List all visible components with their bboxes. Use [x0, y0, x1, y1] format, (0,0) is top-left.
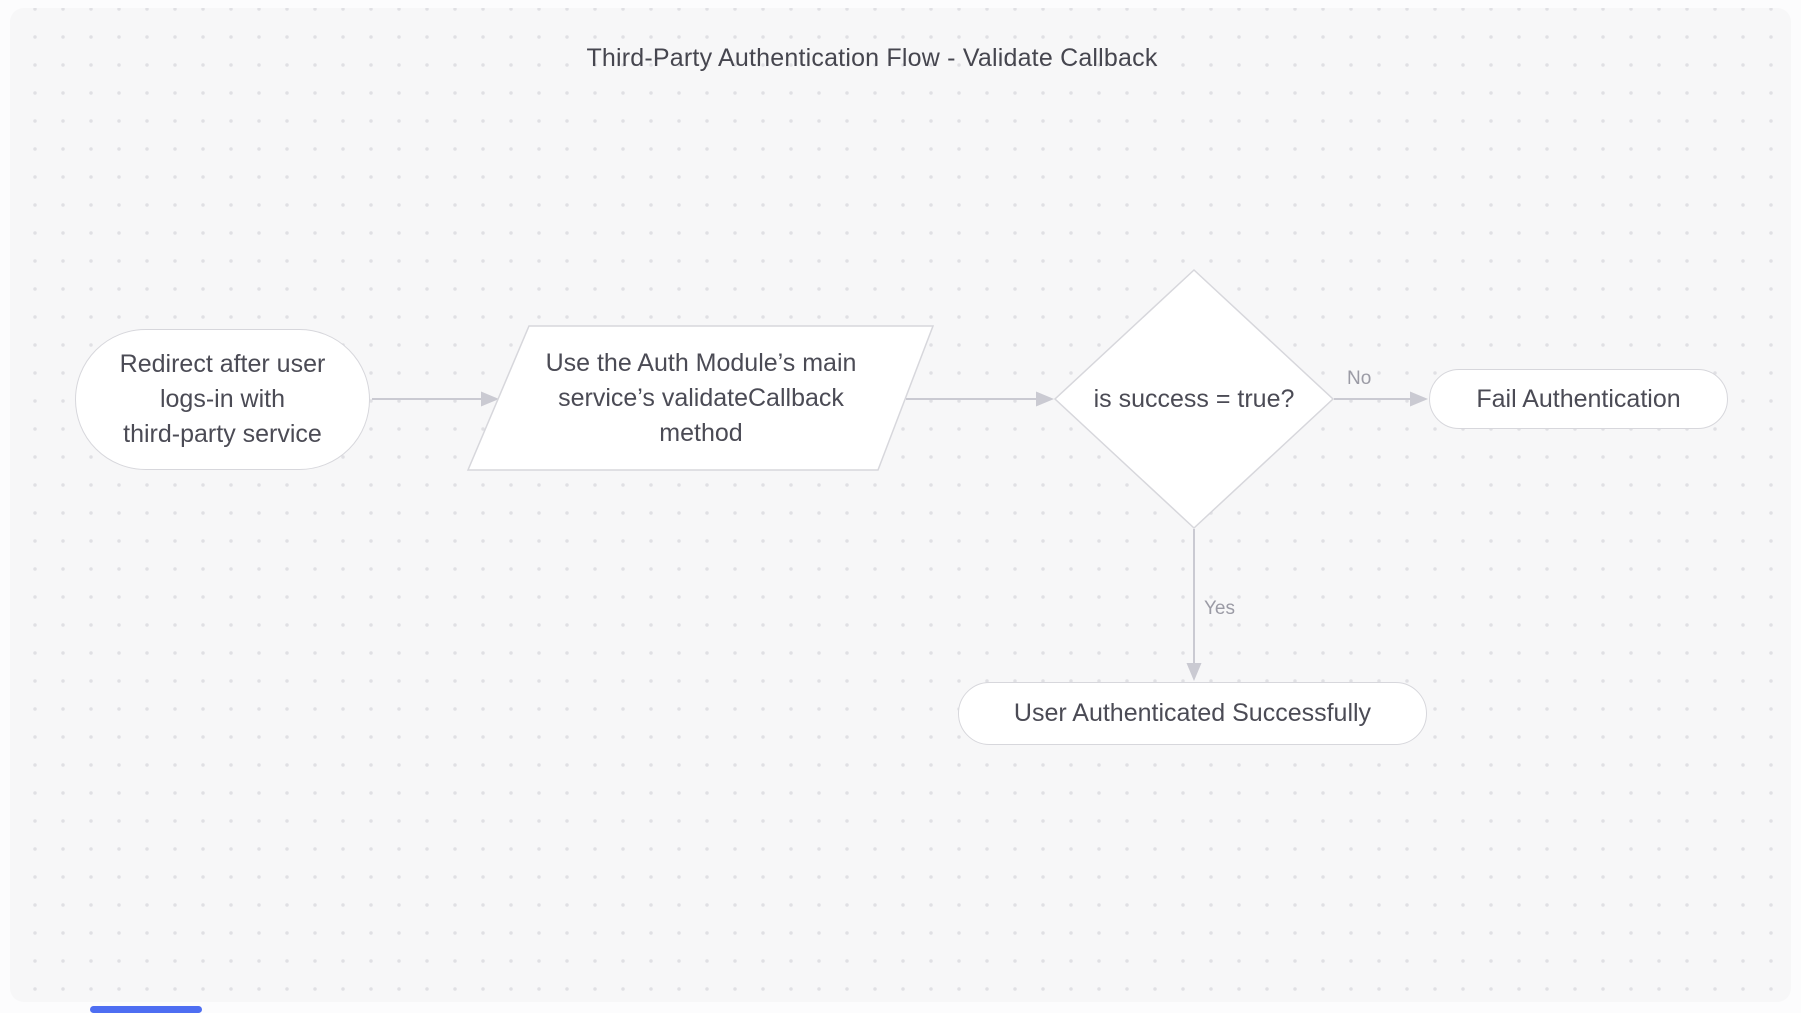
- start-node-label: Redirect after user logs-in with third-p…: [119, 350, 326, 448]
- start-node[interactable]: Redirect after user logs-in with third-p…: [75, 329, 370, 470]
- diagram-title: Third-Party Authentication Flow - Valida…: [586, 44, 1158, 72]
- bottom-accent-bar: [90, 1006, 202, 1013]
- success-node[interactable]: User Authenticated Successfully: [958, 682, 1427, 745]
- edge-validate-to-decision[interactable]: [906, 391, 1054, 407]
- arrowhead-icon: [1186, 663, 1202, 681]
- arrowhead-icon: [1036, 391, 1054, 407]
- success-node-label: User Authenticated Successfully: [1013, 699, 1372, 727]
- edge-decision-to-success[interactable]: [1186, 529, 1202, 681]
- dotted-canvas[interactable]: [10, 8, 1791, 1002]
- edge-label-no: No: [1347, 368, 1372, 389]
- arrowhead-icon: [481, 391, 499, 407]
- fail-node[interactable]: Fail Authentication: [1429, 369, 1728, 429]
- edge-start-to-validate[interactable]: [372, 391, 499, 407]
- fail-node-label: Fail Authentication: [1476, 384, 1681, 413]
- edge-label-yes: Yes: [1204, 598, 1235, 619]
- decision-node-shape[interactable]: [1053, 268, 1335, 530]
- edge-decision-to-fail[interactable]: [1334, 391, 1428, 407]
- validate-node-shape[interactable]: [466, 325, 935, 471]
- arrowhead-icon: [1410, 391, 1428, 407]
